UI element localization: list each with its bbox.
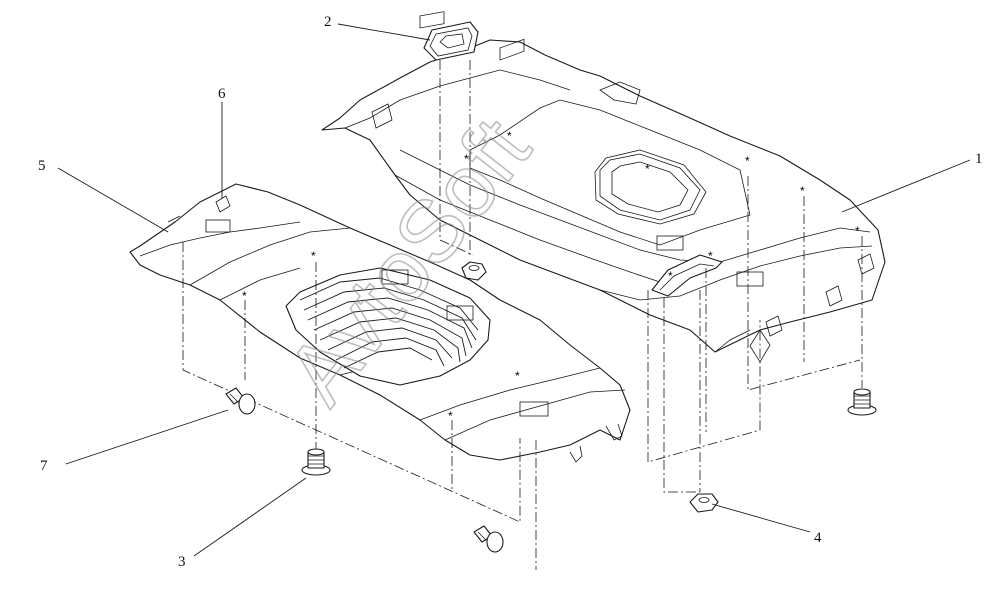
svg-text:*: * <box>800 184 805 198</box>
svg-text:*: * <box>311 249 316 263</box>
callout-4: 4 <box>814 530 822 546</box>
callout-1: 1 <box>975 151 983 167</box>
svg-text:*: * <box>668 269 673 283</box>
part-4-nut <box>461 261 719 513</box>
svg-text:*: * <box>515 369 520 383</box>
svg-text:*: * <box>708 249 713 263</box>
part-1-floor-panel: * * * * * * * * <box>321 11 886 363</box>
svg-text:*: * <box>448 409 453 423</box>
callout-3: 3 <box>178 554 186 570</box>
svg-text:*: * <box>242 289 247 303</box>
part-7-screw <box>225 387 504 553</box>
callout-2: 2 <box>324 14 332 30</box>
part-5-front-panel: * * * * <box>129 183 631 463</box>
callout-6: 6 <box>218 86 226 102</box>
leader-lines <box>57 23 971 557</box>
callout-labels: 2 6 5 1 7 3 4 <box>38 14 983 570</box>
callout-5: 5 <box>38 158 46 174</box>
assembly-centerlines <box>182 60 863 570</box>
part-2-cover-clip <box>423 21 479 61</box>
svg-text:*: * <box>507 129 512 143</box>
svg-text:*: * <box>745 154 750 168</box>
part-3-push-clip <box>301 388 877 476</box>
svg-text:*: * <box>464 152 469 166</box>
svg-text:*: * <box>855 224 860 238</box>
callout-7: 7 <box>40 458 48 474</box>
svg-text:*: * <box>645 162 650 176</box>
